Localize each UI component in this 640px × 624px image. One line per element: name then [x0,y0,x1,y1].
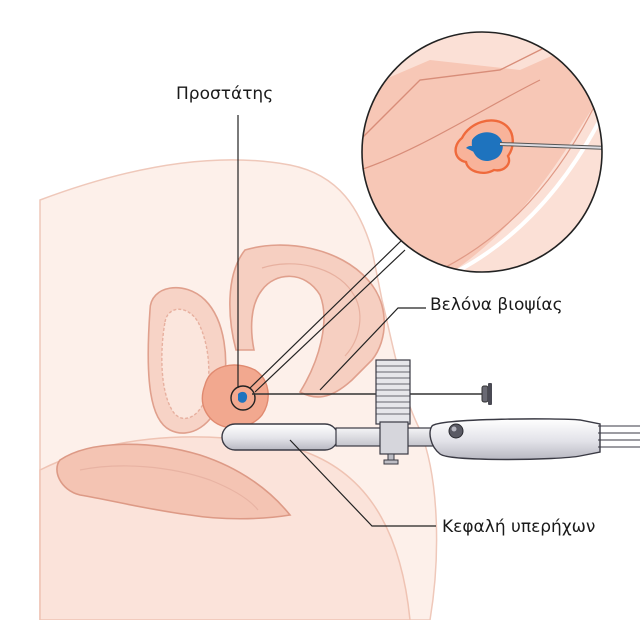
prostate [201,364,269,429]
pelvic-floor [56,443,292,520]
prostate-label: Προστάτης [176,84,274,104]
ultrasound-probe[interactable] [221,359,640,465]
needle-guide-rack [375,359,411,425]
probe-cable [598,425,640,448]
biopsy-needle [252,383,492,405]
zoom-inset [361,31,603,273]
rectum [229,244,386,398]
needle-leader-line [319,307,426,391]
ultrasound-probe-label: Κεφαλή υπερήχων [442,517,596,537]
probe-leader-line [289,439,436,527]
probe-handle [429,418,601,461]
zoom-connector-lines [249,239,406,393]
tumor-core [471,132,503,162]
probe-button[interactable] [448,423,464,439]
probe-tip [221,423,339,451]
biopsy-needle-label: Βελόνα βιοψίας [430,295,563,315]
